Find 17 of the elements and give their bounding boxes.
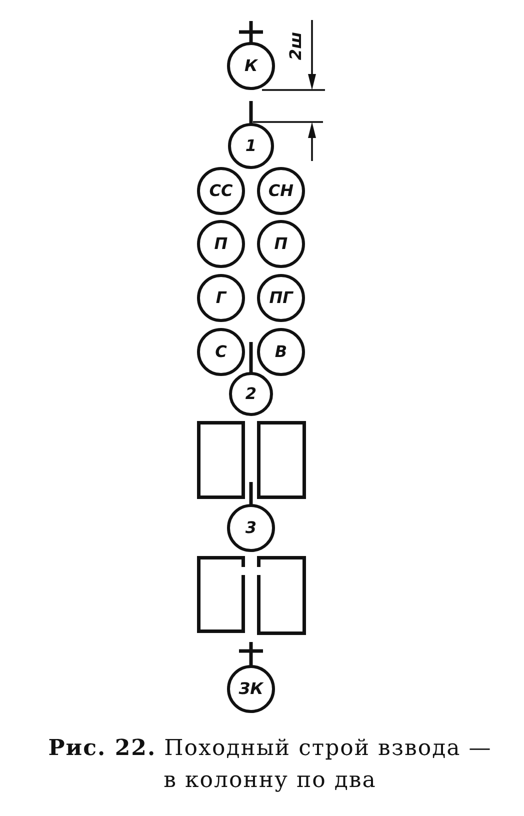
figure-caption: Рис. 22. Походный строй взвода — в колонну по два bbox=[47, 734, 493, 795]
position-circle: Г bbox=[197, 274, 245, 322]
position-circle: К bbox=[227, 42, 275, 90]
position-circle: СС bbox=[197, 167, 245, 215]
formation-rectangle bbox=[197, 421, 245, 499]
formation-rectangle bbox=[257, 421, 306, 499]
position-circle: СН bbox=[257, 167, 305, 215]
dimension-label: 2ш bbox=[288, 32, 304, 60]
position-circle: ЗК bbox=[227, 665, 275, 713]
position-circle: П bbox=[197, 220, 245, 268]
position-circle: 2 bbox=[229, 372, 273, 416]
position-circle: С bbox=[197, 328, 245, 376]
position-circle: 1 bbox=[228, 123, 274, 169]
position-circle: 3 bbox=[227, 504, 275, 552]
position-circle: ПГ bbox=[257, 274, 305, 322]
position-circle: П bbox=[257, 220, 305, 268]
position-circle: В bbox=[257, 328, 305, 376]
